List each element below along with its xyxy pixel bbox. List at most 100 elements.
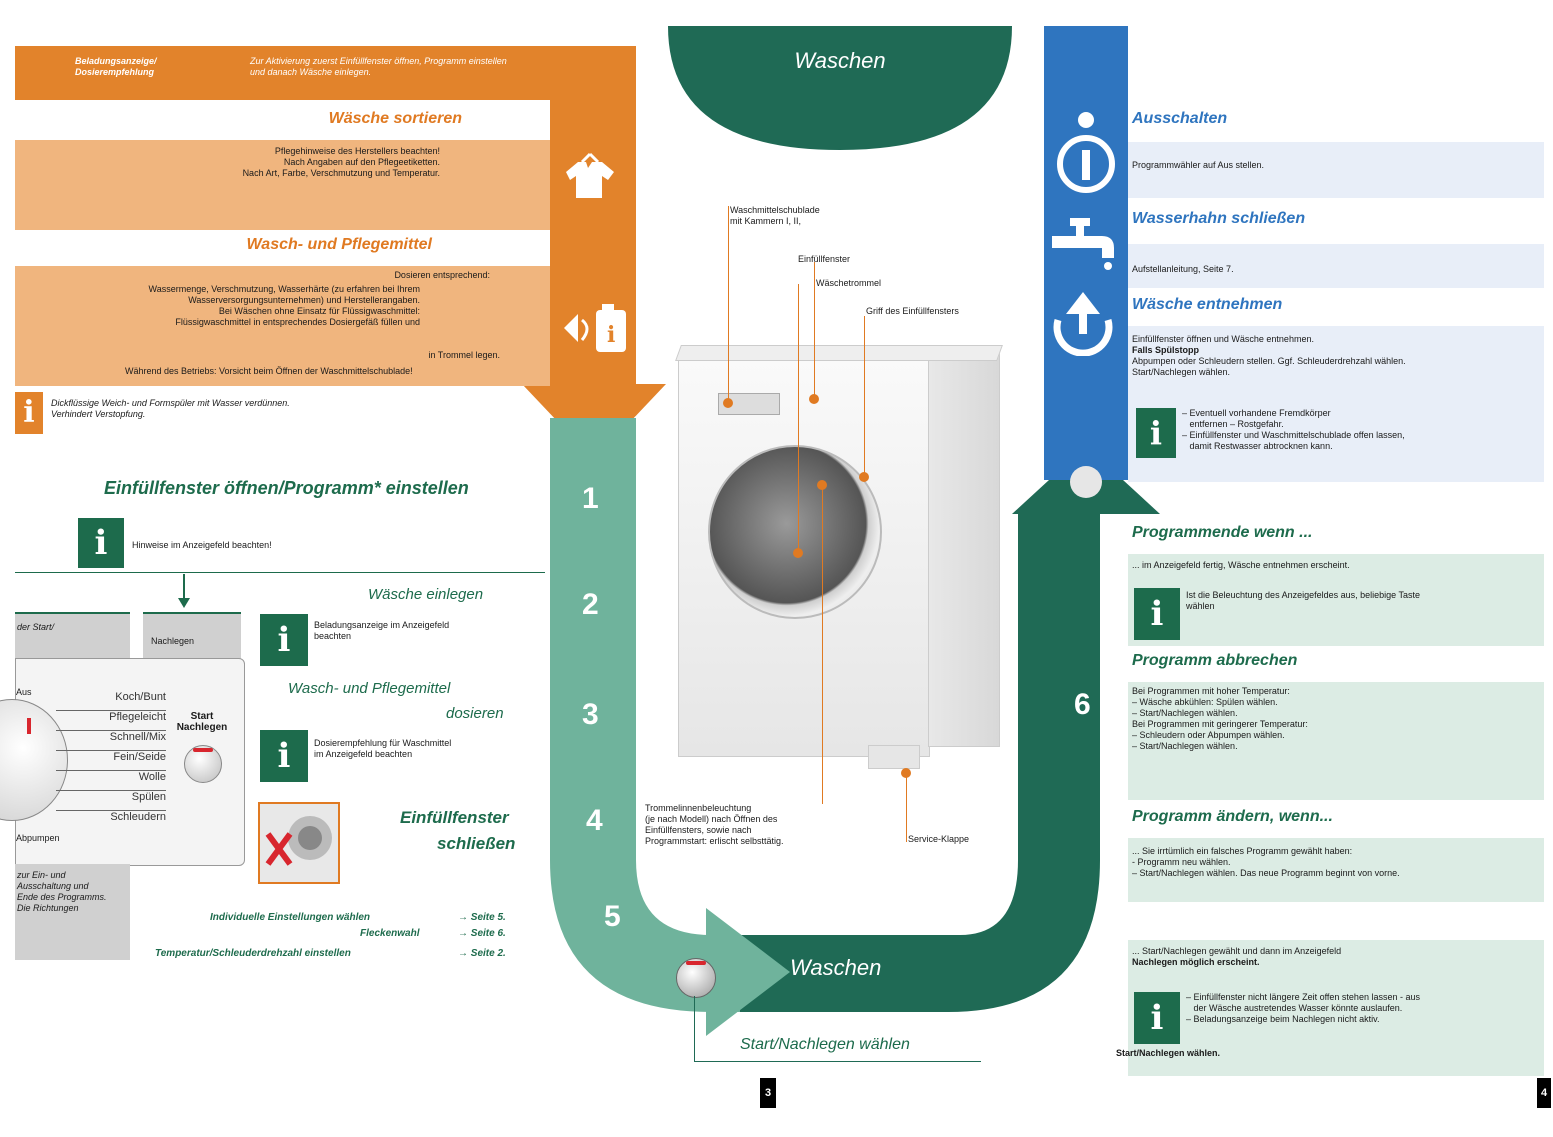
start-button[interactable] [184, 745, 222, 783]
off-title: Ausschalten [1132, 110, 1228, 127]
start-caption: Start/Nachlegen wählen [740, 1036, 910, 1053]
tap-title: Wasserhahn schließen [1132, 210, 1306, 227]
remove-line: Start/Nachlegen wählen. [1132, 367, 1231, 377]
grey-info-text: zur Ein- und Ausschaltung und Ende des P… [17, 870, 107, 913]
arrow-down-small [178, 574, 190, 608]
load-title: Wäsche einlegen [368, 586, 484, 603]
page-number: 4 [1537, 1078, 1551, 1108]
load-note: Beladungsanzeige im Anzeigefeld beachten [314, 620, 450, 641]
step-6: 6 [1074, 688, 1091, 721]
leader-dot [901, 768, 911, 778]
dose-title-2: dosieren [446, 705, 504, 722]
beladung-label: Beladungsanzeige/ Dosierempfehlung [75, 56, 157, 77]
start-button-icon [676, 958, 716, 998]
cancel-line: Bei Programmen mit hoher Temperatur: [1132, 686, 1290, 696]
sort-lines: Pflegehinweise des Herstellers beachten!… [15, 146, 440, 179]
change-lines: ... Sie irrtümlich ein falsches Programm… [1132, 846, 1400, 879]
unload-arrow-icon [1053, 292, 1113, 356]
dose-note: Dosierempfehlung für Waschmittel im Anze… [314, 738, 452, 759]
info-1-text: Dickflüssige Weich- und Formspüler mit W… [51, 398, 290, 419]
sort-header: Wäsche sortieren [15, 100, 550, 140]
add-line: Nachlegen möglich erscheint. [1132, 957, 1260, 967]
detergent-bottle-icon: i [564, 304, 626, 352]
tap-box: Aufstellanleitung, Seite 7. [1128, 244, 1544, 288]
detergent-header: Wasch- und Pflegemittel [15, 230, 550, 266]
cancel-line: – Start/Nachlegen wählen. [1132, 741, 1238, 751]
change-box: ... Sie irrtümlich ein falsches Programm… [1128, 838, 1544, 902]
page-ref-6[interactable]: → Seite 6. [458, 928, 506, 939]
cancel-box: Bei Programmen mit hoher Temperatur: – W… [1128, 682, 1544, 800]
sort-line: Pflegehinweise des Herstellers beachten! [274, 146, 440, 156]
sort-title: Wäsche sortieren [328, 110, 462, 127]
open-window-note: Hinweise im Anzeigefeld beachten! [132, 540, 272, 550]
caption-underline [694, 1061, 981, 1062]
water-tap-icon [1052, 218, 1114, 270]
program-item[interactable]: Koch/Bunt [56, 691, 166, 711]
page-number: 3 [760, 1078, 776, 1108]
leader-drawer [728, 206, 729, 402]
program-item[interactable]: Fein/Seide [56, 751, 166, 771]
info-row-1: i Dickflüssige Weich- und Formspüler mit… [15, 388, 535, 438]
detergent-drawer[interactable] [718, 393, 780, 415]
detergent-right-line: Dosieren entsprechend: [394, 270, 490, 280]
change-line: ... Sie irrtümlich ein falsches Programm… [1132, 846, 1353, 856]
detergent-line: Flüssigwaschmittel in entsprechendes Dos… [175, 317, 420, 327]
end-text: ... im Anzeigefeld fertig, Wäsche entneh… [1132, 560, 1350, 570]
step-4: 4 [586, 804, 603, 837]
cross-icon [265, 816, 332, 866]
leader-window [814, 262, 815, 398]
sort-line: Nach Angaben auf den Pflegeetiketten. [283, 157, 440, 167]
end-title: Programmende wenn ... [1132, 524, 1313, 541]
detergent-line: Wassermenge, Verschmutzung, Wasserhärte … [148, 284, 420, 294]
stain-link[interactable]: Fleckenwahl [360, 928, 420, 939]
grey-info-box: zur Ein- und Ausschaltung und Ende des P… [15, 864, 130, 960]
program-item[interactable]: Schleudern [110, 811, 166, 823]
program-item[interactable]: Spülen [56, 791, 166, 811]
program-item[interactable]: Pflegeleicht [56, 711, 166, 731]
program-item[interactable]: Wolle [56, 771, 166, 791]
detergent-line-last: in Trommel legen. [428, 350, 500, 360]
dose-title-1: Wasch- und Pflegemittel [288, 680, 451, 697]
dial-marker [27, 718, 31, 734]
cancel-title: Programm abbrechen [1132, 652, 1298, 669]
temperature-link[interactable]: Temperatur/Schleuderdrehzahl einstellen [155, 948, 351, 959]
page-ref-5[interactable]: → Seite 5. [458, 912, 506, 923]
leader-drum [798, 284, 799, 554]
settings-link[interactable]: Individuelle Einstellungen wählen [210, 912, 371, 923]
leader-dot [817, 480, 827, 490]
panel-pumpen-label: Abpumpen [16, 833, 60, 843]
machine-door[interactable] [708, 445, 882, 619]
power-off-icon [1057, 112, 1115, 193]
nachlegen-bar: Nachlegen [143, 612, 241, 660]
start-bar-label: der Start/ [17, 622, 55, 632]
caption-line [694, 996, 695, 1062]
page-ref-2[interactable]: → Seite 2. [458, 948, 506, 959]
laundry-sort-icon [566, 152, 614, 198]
leader-dot [859, 472, 869, 482]
remove-lines: Einfüllfenster öffnen und Wäsche entnehm… [1132, 334, 1406, 378]
svg-text:i: i [607, 322, 615, 348]
program-item[interactable]: Schnell/Mix [56, 731, 166, 751]
control-panel: Aus Koch/Bunt Pflegeleicht Schnell/Mix F… [0, 658, 245, 866]
window-label: Einfüllfenster [798, 254, 851, 264]
cancel-line: Bei Programmen mit geringerer Temperatur… [1132, 719, 1308, 729]
change-title: Programm ändern, wenn... [1132, 808, 1333, 825]
program-list: Koch/Bunt Pflegeleicht Schnell/Mix Fein/… [56, 691, 166, 830]
step-3: 3 [582, 698, 599, 731]
detergent-lines: Wassermenge, Verschmutzung, Wasserhärte … [15, 284, 420, 328]
remove-box: Einfüllfenster öffnen und Wäsche entnehm… [1128, 326, 1544, 482]
leader-dot [809, 394, 819, 404]
leader-handle [864, 316, 865, 476]
step-5: 5 [604, 900, 621, 933]
info-icon: i [260, 614, 308, 666]
cancel-line: – Schleudern oder Abpumpen wählen. [1132, 730, 1285, 740]
info-icon: i [1134, 588, 1180, 640]
top-waschen-title: Waschen [794, 48, 886, 73]
service-flap[interactable] [868, 745, 920, 769]
handle-label: Griff des Einfüllfensters [866, 306, 959, 316]
detergent-body: Dosieren entsprechend: Wassermenge, Vers… [15, 266, 550, 386]
end-box: ... im Anzeigefeld fertig, Wäsche entneh… [1128, 554, 1544, 646]
info-icon: i [260, 730, 308, 782]
cancel-line: – Wäsche abkühlen: Spülen wählen. [1132, 697, 1278, 707]
